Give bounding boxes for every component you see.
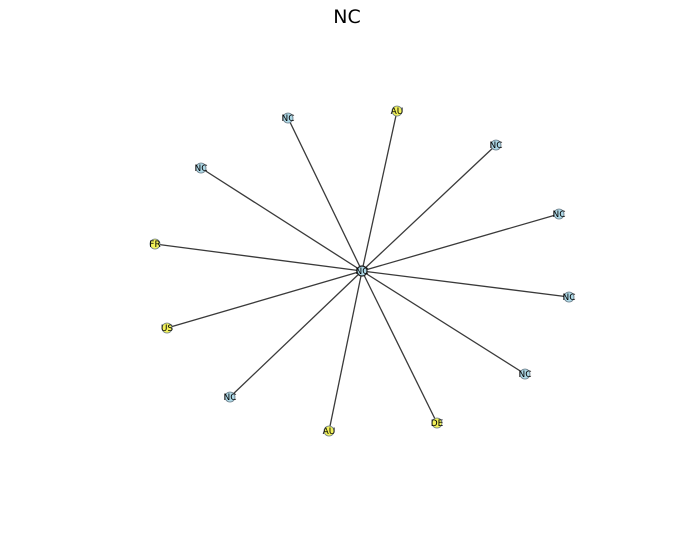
n1-label: NC: [281, 114, 294, 124]
n10-label: US: [161, 324, 174, 334]
n4-marker: [553, 208, 565, 220]
n7-marker: [431, 417, 443, 429]
edge-n4: [361, 213, 560, 272]
node-n9: NC: [223, 391, 237, 403]
edge-n1: [287, 117, 363, 272]
edge-n3: [361, 144, 497, 272]
n3-label: NC: [489, 141, 502, 151]
node-n4: NC: [552, 208, 566, 220]
center-label: NC: [355, 267, 368, 277]
node-n1: NC: [281, 112, 295, 124]
n6-label: NC: [518, 370, 531, 380]
n5-marker: [563, 291, 575, 303]
n9-marker: [224, 391, 236, 403]
node-n11: FR: [149, 238, 161, 250]
edge-n2: [361, 110, 398, 272]
n11-label: FR: [149, 240, 160, 250]
center-marker: [356, 265, 368, 277]
n4-label: NC: [552, 210, 565, 220]
node-layer: NC AU NC NC NC NC DE AU NC US FR NC NC: [149, 105, 576, 437]
node-n10: US: [161, 322, 174, 334]
n8-label: AU: [323, 427, 336, 437]
edge-n9: [229, 270, 363, 398]
n7-label: DE: [431, 419, 444, 429]
n9-label: NC: [223, 393, 236, 403]
n3-marker: [490, 139, 502, 151]
n8-marker: [323, 425, 335, 437]
edge-n5: [361, 270, 570, 298]
node-n8: AU: [323, 425, 336, 437]
n11-marker: [149, 238, 161, 250]
edge-n7: [361, 270, 438, 424]
n5-label: NC: [562, 293, 575, 303]
node-n7: DE: [431, 417, 444, 429]
n12-label: NC: [194, 164, 207, 174]
node-n12: NC: [194, 162, 208, 174]
node-n6: NC: [518, 368, 532, 380]
edge-n10: [166, 270, 363, 329]
graph-title: NC: [333, 6, 361, 28]
n12-marker: [195, 162, 207, 174]
n2-marker: [391, 105, 403, 117]
edge-n6: [361, 270, 526, 375]
edge-layer: [154, 110, 570, 432]
edge-n11: [154, 243, 363, 272]
n1-marker: [282, 112, 294, 124]
node-n5: NC: [562, 291, 576, 303]
n10-marker: [161, 322, 173, 334]
n6-marker: [519, 368, 531, 380]
edge-n8: [328, 270, 363, 432]
n2-label: AU: [391, 107, 404, 117]
edge-n12: [200, 167, 363, 272]
center-node: NC: [355, 265, 369, 277]
node-n3: NC: [489, 139, 503, 151]
node-n2: AU: [391, 105, 404, 117]
